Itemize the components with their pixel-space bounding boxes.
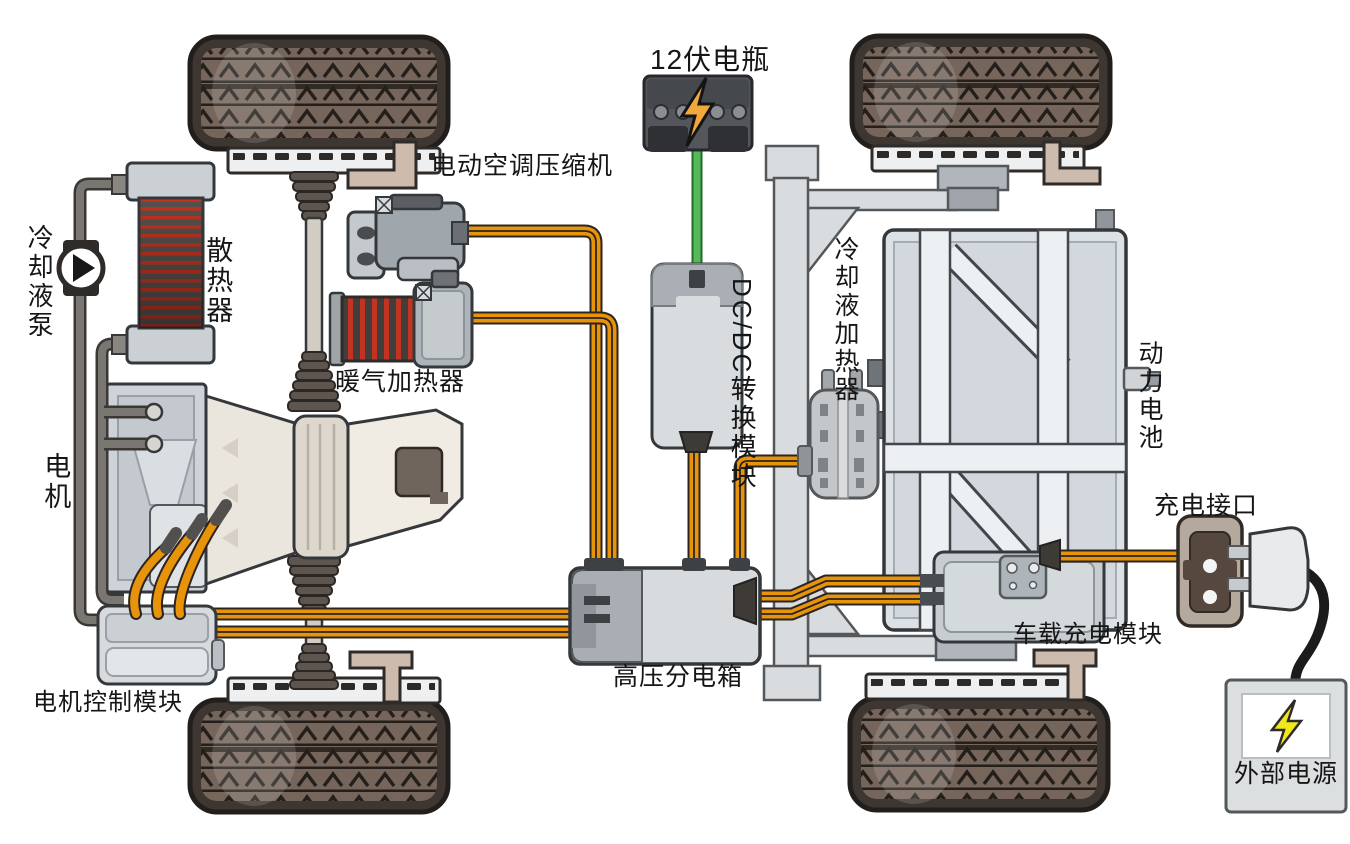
label-charging-port: 充电接口 bbox=[1154, 492, 1259, 520]
label-radiator: 散热器 bbox=[202, 236, 233, 326]
label-onboard-charger: 车载充电模块 bbox=[1013, 621, 1163, 648]
coolant-heater-unit bbox=[797, 369, 880, 500]
coolant-pipes bbox=[73, 177, 164, 627]
motor-control-module-unit bbox=[96, 604, 225, 686]
label-motor-control-module: 电机控制模块 bbox=[33, 689, 183, 716]
motor-unit bbox=[204, 393, 464, 587]
label-battery-12v: 12伏电瓶 bbox=[650, 44, 771, 75]
external-power-unit bbox=[1224, 678, 1348, 814]
front-right-wheel bbox=[852, 36, 1110, 186]
label-hv-distribution-box: 高压分电箱 bbox=[613, 663, 744, 691]
radiator-unit bbox=[111, 161, 216, 365]
onboard-charger-unit bbox=[932, 550, 1106, 644]
ac-compressor-unit bbox=[346, 193, 469, 282]
power-battery-pack bbox=[867, 209, 1161, 632]
label-coolant-heater: 冷却液加热器 bbox=[831, 236, 859, 404]
charging-port-unit bbox=[1176, 514, 1244, 628]
rear-drive-shaft bbox=[287, 555, 341, 690]
rear-right-wheel bbox=[850, 648, 1108, 810]
lightning-bolt-icon bbox=[679, 77, 716, 147]
rear-left-wheel bbox=[190, 650, 448, 812]
cabin-heater-unit bbox=[328, 269, 474, 369]
front-left-wheel bbox=[190, 37, 448, 190]
motor-phase-cables bbox=[134, 499, 232, 614]
dcdc-converter-unit bbox=[650, 262, 744, 453]
label-external-power: 外部电源 bbox=[1233, 760, 1338, 788]
label-ac-compressor: 电动空调压缩机 bbox=[431, 152, 614, 180]
lightning-bolt-icon bbox=[1269, 699, 1304, 753]
label-dcdc-converter: DC/DC转换模块 bbox=[727, 278, 758, 492]
front-drive-shaft bbox=[287, 171, 341, 412]
label-motor: 电机 bbox=[40, 452, 71, 512]
label-coolant-pump: 冷却液泵 bbox=[24, 224, 55, 340]
charger-connector-stubs bbox=[920, 538, 1061, 605]
battery-12v-unit bbox=[642, 74, 754, 152]
label-power-battery: 动力电池 bbox=[1135, 340, 1163, 452]
charging-plug bbox=[1227, 526, 1310, 612]
label-cabin-heater: 暖气加热器 bbox=[335, 368, 466, 396]
hv-distribution-box-unit bbox=[568, 558, 762, 666]
coolant-pump-unit bbox=[56, 240, 106, 296]
